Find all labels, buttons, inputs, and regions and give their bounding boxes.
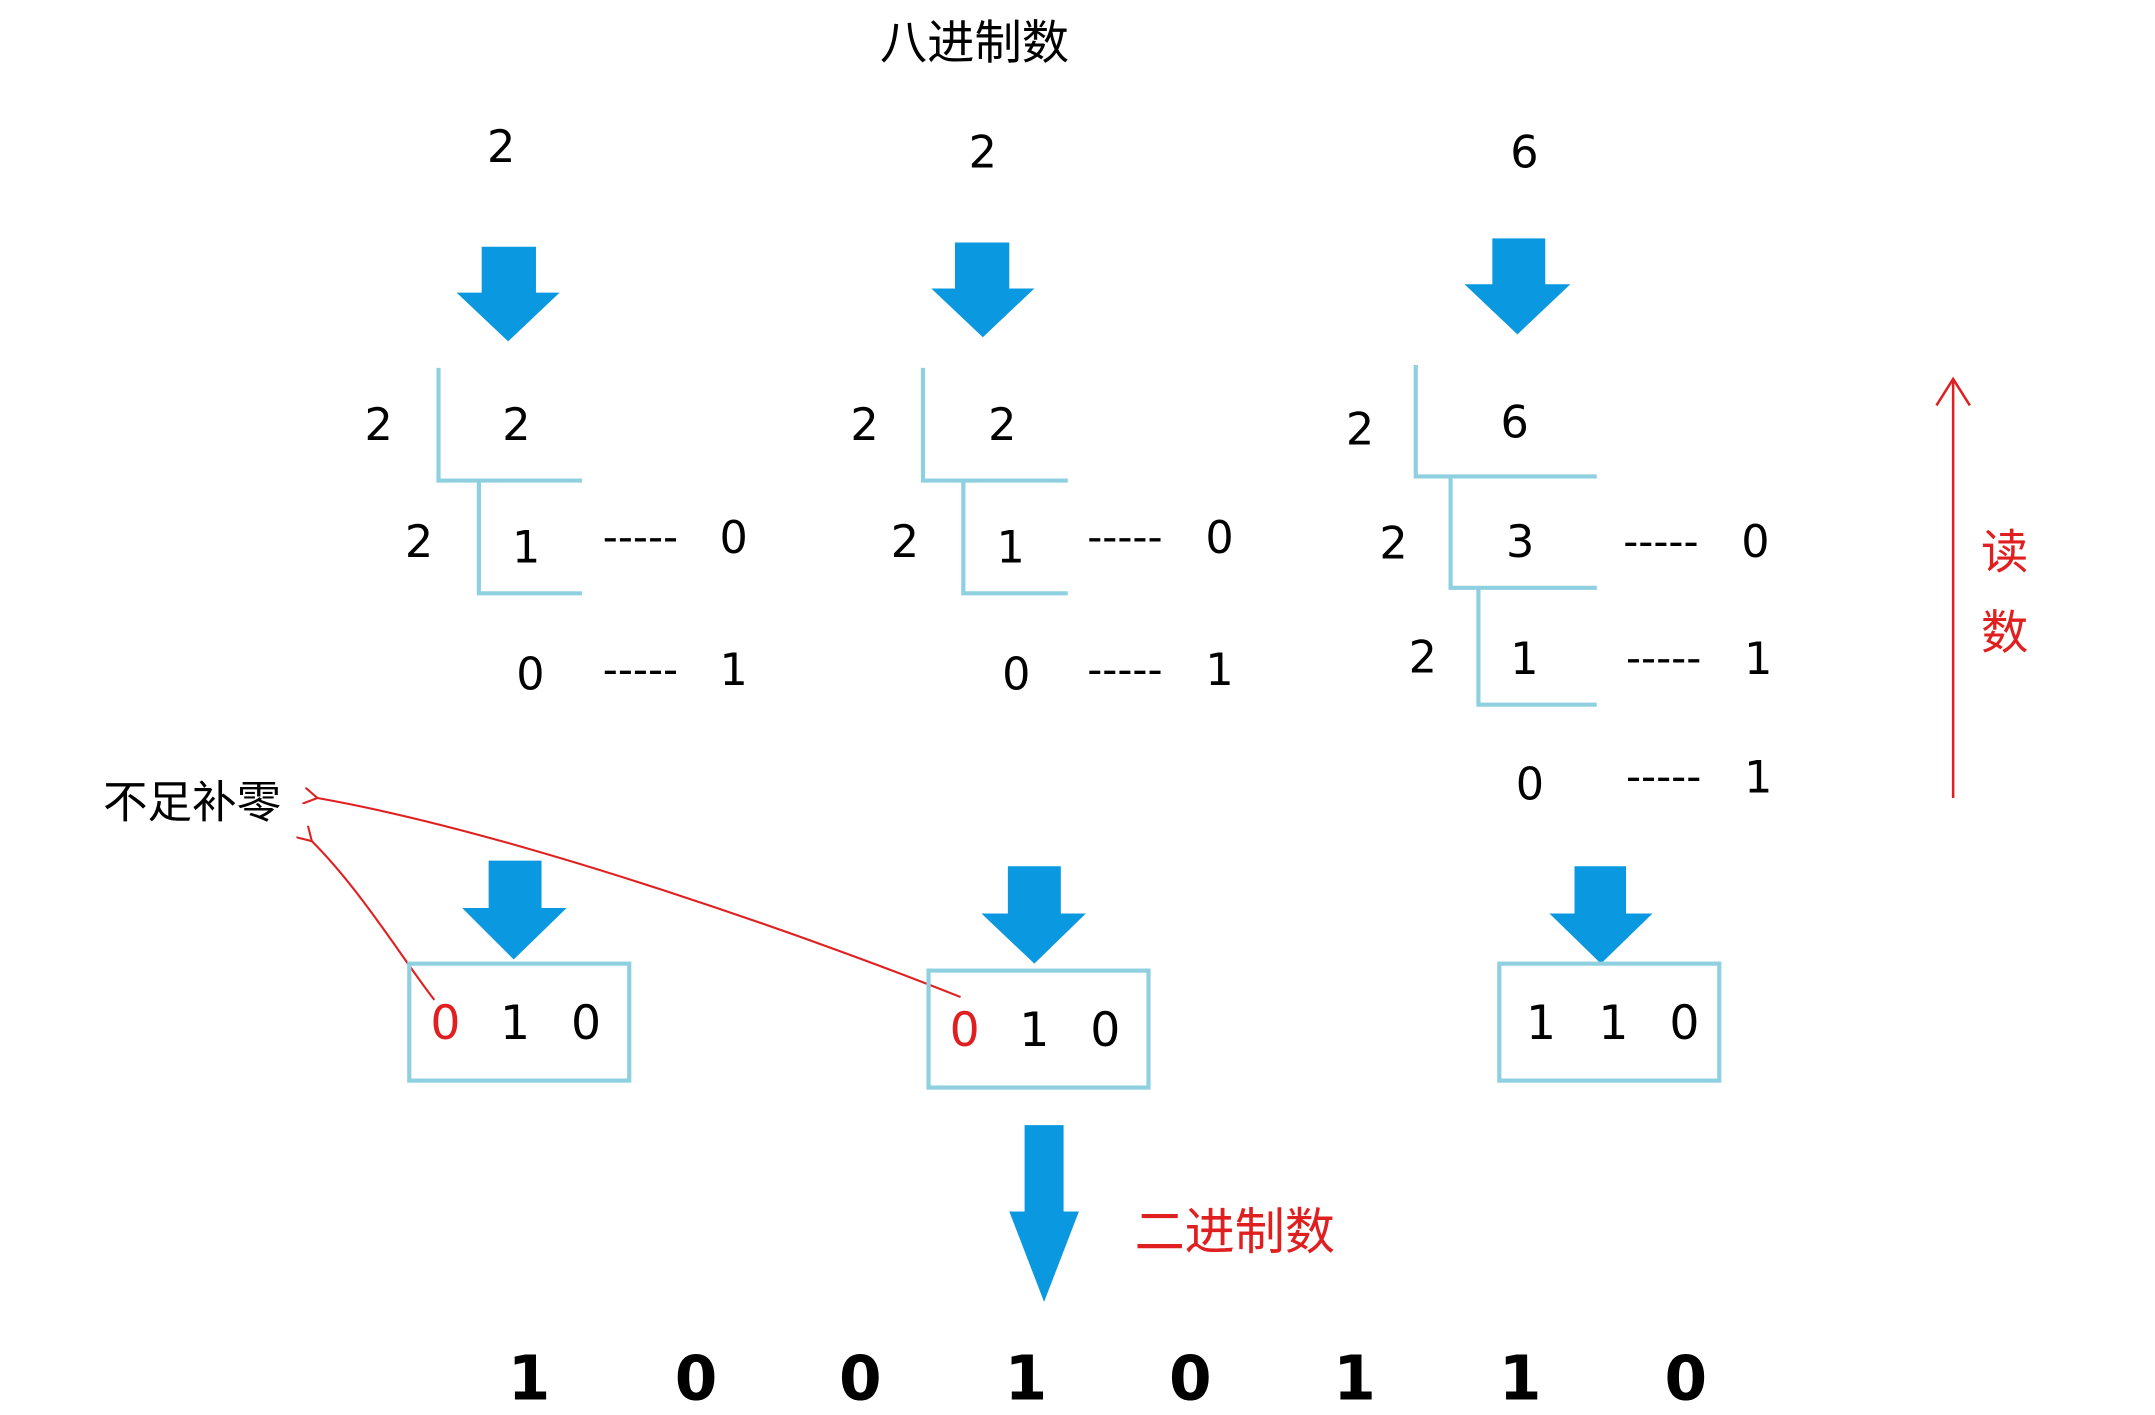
- down-arrow-icon: [1009, 1125, 1079, 1302]
- binary-digit: 1: [1005, 1343, 1048, 1414]
- binary-label: 二进制数: [1135, 1202, 1335, 1261]
- quotient: 2: [502, 399, 530, 451]
- result-digit: 1: [1526, 996, 1556, 1051]
- remainder: 0: [1741, 516, 1769, 568]
- result-box-1: [407, 961, 632, 1083]
- binary-result: 1 0 0 1 0 1 1 0: [508, 1343, 1707, 1414]
- quotient: 6: [1500, 396, 1528, 448]
- quotient: 1: [512, 522, 540, 574]
- result-digit-padded: 0: [950, 1003, 980, 1058]
- octal-digit-3: 6: [1510, 126, 1538, 178]
- down-arrow-icon: [456, 246, 560, 342]
- down-arrow-icon: [1464, 238, 1571, 335]
- remainder: 1: [1744, 633, 1772, 685]
- divisor: 2: [364, 399, 392, 451]
- divisor: 2: [405, 516, 433, 568]
- dashes: -----: [1626, 634, 1701, 683]
- dashes: -----: [1087, 645, 1162, 694]
- remainder: 1: [1205, 644, 1233, 696]
- remainder: 0: [1205, 512, 1233, 564]
- binary-digit: 1: [1333, 1343, 1376, 1414]
- dashes: -----: [603, 645, 678, 694]
- divisor: 2: [891, 516, 919, 568]
- octal-digit-2: 2: [969, 126, 997, 178]
- dashes: -----: [1626, 752, 1701, 801]
- binary-digit: 0: [1665, 1343, 1708, 1414]
- dashes: -----: [1623, 517, 1698, 566]
- divisor: 2: [850, 399, 878, 451]
- result-digit: 1: [500, 996, 530, 1051]
- remainder: 1: [1744, 751, 1772, 803]
- division-bracket-2: [920, 367, 1068, 596]
- read-direction-label: 数: [1981, 606, 2028, 661]
- division-bracket-1: [436, 367, 582, 596]
- divisor: 2: [1409, 632, 1437, 684]
- pad-zero-annotation-arrow: [317, 798, 961, 999]
- quotient: 0: [516, 648, 544, 700]
- divisor: 2: [1379, 518, 1407, 570]
- quotient: 1: [1510, 633, 1538, 685]
- result-digit: 0: [571, 996, 601, 1051]
- read-direction-label: 读: [1981, 525, 2028, 580]
- pad-zero-annotation-arrow: [312, 841, 436, 1001]
- pad-zero-label: 不足补零: [103, 776, 281, 828]
- remainder: 1: [719, 644, 747, 696]
- quotient: 2: [988, 399, 1016, 451]
- binary-digit: 0: [675, 1343, 718, 1414]
- result-digit: 0: [1090, 1003, 1120, 1058]
- quotient: 3: [1506, 516, 1534, 568]
- down-arrow-icon: [462, 860, 567, 960]
- title: 八进制数: [880, 16, 1069, 71]
- result-digit: 1: [1019, 1003, 1049, 1058]
- divisor: 2: [1346, 403, 1374, 455]
- octal-digit-1: 2: [487, 121, 515, 173]
- binary-digit: 1: [508, 1343, 551, 1414]
- dashes: -----: [603, 513, 678, 562]
- quotient: 0: [1516, 758, 1544, 810]
- result-digit: 1: [1598, 996, 1628, 1051]
- down-arrow-icon: [1549, 866, 1653, 964]
- result-box-3: [1497, 961, 1722, 1083]
- result-digit-padded: 0: [430, 996, 460, 1051]
- dashes: -----: [1087, 513, 1162, 562]
- division-bracket-3: [1413, 365, 1597, 707]
- binary-digit: 1: [1499, 1343, 1542, 1414]
- result-digit: 0: [1669, 996, 1699, 1051]
- remainder: 0: [719, 512, 747, 564]
- down-arrow-icon: [981, 866, 1086, 964]
- down-arrow-icon: [931, 242, 1035, 338]
- quotient: 0: [1002, 648, 1030, 700]
- binary-digit: 0: [839, 1343, 882, 1414]
- binary-digit: 0: [1169, 1343, 1212, 1414]
- read-direction-arrow-icon: [1935, 376, 1971, 798]
- result-box-2: [926, 968, 1151, 1090]
- quotient: 1: [997, 522, 1025, 574]
